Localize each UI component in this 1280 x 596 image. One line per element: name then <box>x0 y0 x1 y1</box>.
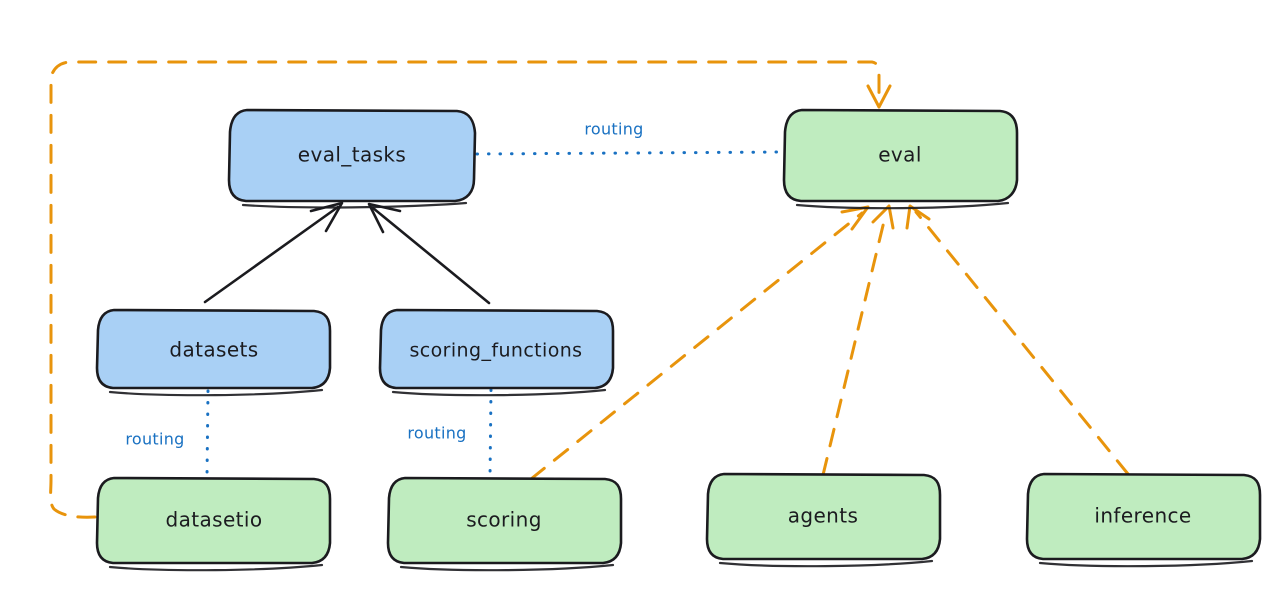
edge-inference-to-eval[interactable] <box>905 204 1130 476</box>
node-eval[interactable]: eval <box>782 108 1019 210</box>
edge-label-routing-1: routing <box>584 120 643 139</box>
edge-datasets-to-eval-tasks[interactable] <box>203 201 344 304</box>
node-label-datasets: datasets <box>169 338 258 362</box>
node-body <box>386 476 623 565</box>
node-body <box>378 308 615 390</box>
dependency-edge-path <box>529 211 864 481</box>
edge-datasets-to-datasetio[interactable]: routing <box>125 389 210 478</box>
edge-agents-to-eval[interactable] <box>821 204 895 477</box>
node-eval-tasks[interactable]: eval_tasks <box>227 108 477 209</box>
routing-edge-path <box>475 150 785 156</box>
node-inference[interactable]: inference <box>1025 472 1262 568</box>
node-body <box>227 108 477 203</box>
dependency-edge-path <box>371 206 491 305</box>
dependency-edge-path <box>49 60 881 519</box>
node-label-datasetio: datasetio <box>165 508 262 532</box>
dependency-edge-path <box>821 211 888 477</box>
dependency-edge-path <box>914 210 1130 476</box>
routing-edge-path <box>488 388 493 479</box>
node-body <box>782 108 1019 203</box>
node-scoring-functions[interactable]: scoring_functions <box>378 308 615 397</box>
edge-datasetio-to-eval[interactable] <box>49 60 892 519</box>
node-shadow-stroke <box>241 201 468 209</box>
node-shadow-stroke <box>399 563 615 572</box>
arrowhead-icon <box>840 205 870 231</box>
node-scoring[interactable]: scoring <box>386 476 623 572</box>
edge-label-routing-3: routing <box>407 424 466 443</box>
arrowhead-icon <box>905 204 931 230</box>
node-shadow-stroke <box>108 563 324 572</box>
routing-edge-path <box>205 389 210 478</box>
node-shadow-stroke <box>795 201 1010 210</box>
edge-scoring-to-eval[interactable] <box>529 205 870 481</box>
node-datasets[interactable]: datasets <box>95 308 332 397</box>
edge-eval-tasks-to-eval[interactable]: routing <box>475 120 785 156</box>
node-label-eval: eval <box>878 143 922 167</box>
node-label-eval-tasks: eval_tasks <box>298 143 406 167</box>
node-body <box>1025 472 1262 561</box>
dependency-edge-path <box>203 205 340 304</box>
edge-scoring-functions-to-scoring[interactable]: routing <box>407 388 493 479</box>
node-agents[interactable]: agents <box>705 472 942 568</box>
node-body <box>95 308 332 390</box>
node-body <box>705 472 942 561</box>
node-body <box>95 476 332 565</box>
arrowhead-icon <box>871 204 895 230</box>
node-label-scoring-functions: scoring_functions <box>410 340 583 362</box>
arrowhead-icon <box>866 84 892 109</box>
edge-scoring-functions-to-eval-tasks[interactable] <box>367 202 491 305</box>
node-shadow-stroke <box>108 388 324 397</box>
node-shadow-stroke <box>718 559 934 568</box>
node-label-agents: agents <box>788 504 859 528</box>
node-shadow-stroke <box>391 388 607 397</box>
node-label-inference: inference <box>1094 504 1191 528</box>
node-label-scoring: scoring <box>466 508 542 532</box>
node-datasetio[interactable]: datasetio <box>95 476 332 572</box>
edge-label-routing-2: routing <box>125 430 184 449</box>
node-shadow-stroke <box>1038 559 1254 568</box>
arrowhead-icon <box>367 202 402 234</box>
